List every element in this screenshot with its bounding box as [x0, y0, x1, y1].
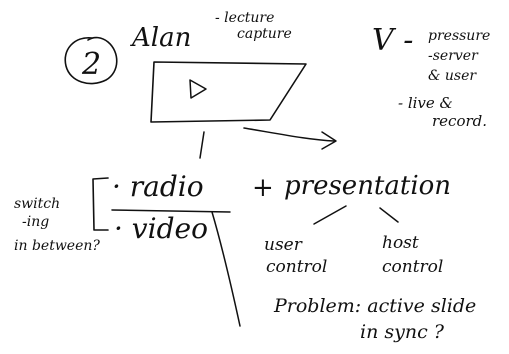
switching-line-2: -ing [22, 214, 49, 230]
options-bracket [92, 177, 109, 231]
lecture-capture-line-1: - lecture [215, 10, 274, 26]
pressure-line-3: & user [428, 68, 477, 84]
in-sync-line: in sync ? [360, 321, 445, 343]
host-control-line-1: host [382, 233, 419, 253]
user-control-line-2: control [266, 257, 327, 277]
play-triangle-icon [189, 79, 207, 99]
name-label: Alan [130, 23, 191, 53]
video-player-sketch [150, 61, 307, 123]
options-divider [111, 209, 231, 213]
problem-line: Problem: active slide [273, 295, 476, 317]
arrow-to-presentation [243, 127, 335, 142]
host-control-line-2: control [382, 257, 443, 277]
number-circle [64, 36, 118, 85]
video-option: · video [114, 212, 208, 245]
number-label: 2 [81, 47, 101, 82]
pressure-line-1: pressure [428, 28, 490, 44]
user-control-line-1: user [264, 235, 303, 255]
tick-mark [199, 131, 205, 159]
live-record-line-2: record. [432, 112, 487, 130]
presentation-label: presentation [284, 171, 451, 201]
video-trailing-line [211, 211, 241, 327]
lecture-capture-line-2: capture [237, 26, 292, 42]
switching-line-3: in between? [14, 238, 100, 254]
branch-user-control [313, 205, 347, 225]
radio-option: · radio [112, 170, 204, 203]
arrow-head [321, 131, 337, 150]
v-label: V - [372, 23, 413, 58]
switching-line-1: switch [14, 196, 60, 212]
live-record-line-1: - live & [398, 94, 453, 112]
plus-sign: + [252, 173, 274, 203]
branch-host-control [379, 207, 399, 223]
pressure-line-2: -server [428, 48, 479, 64]
